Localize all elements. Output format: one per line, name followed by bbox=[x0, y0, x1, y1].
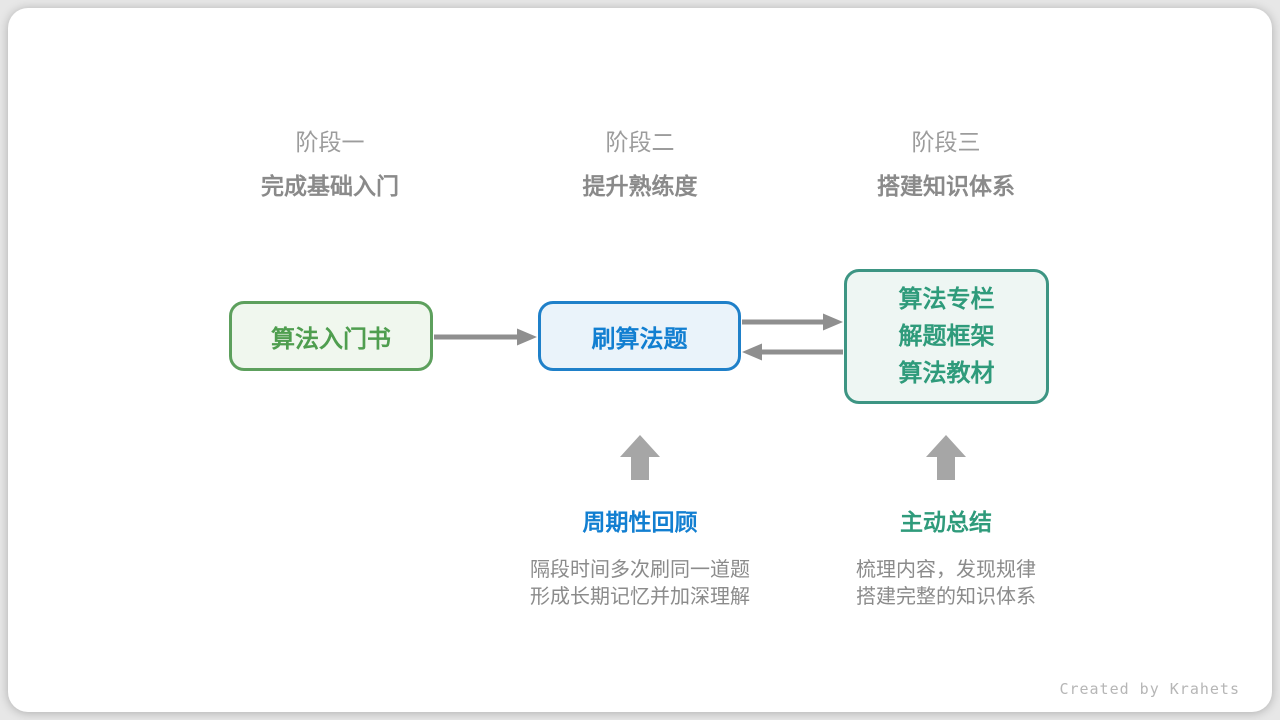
stage-2-label: 阶段二 bbox=[605, 129, 675, 155]
annotation-summarize-title: 主动总结 bbox=[900, 509, 992, 535]
stage-2-header: 阶段二 提升熟练度 bbox=[530, 128, 750, 200]
node-resources: 算法专栏 解题框架 算法教材 bbox=[844, 269, 1049, 404]
node-intro-book: 算法入门书 bbox=[229, 301, 433, 371]
node-resources-line-3: 算法教材 bbox=[898, 360, 995, 387]
annotation-review-desc-line-2: 形成长期记忆并加深理解 bbox=[530, 586, 750, 608]
annotation-review-desc-line-1: 隔段时间多次刷同一道题 bbox=[530, 559, 750, 581]
annotation-review-desc: 隔段时间多次刷同一道题 形成长期记忆并加深理解 bbox=[480, 557, 800, 611]
annotation-summarize-desc: 梳理内容，发现规律 搭建完整的知识体系 bbox=[786, 557, 1106, 611]
node-practice-label: 刷算法题 bbox=[591, 325, 688, 353]
annotation-summarize-desc-line-2: 搭建完整的知识体系 bbox=[856, 586, 1036, 608]
stage-2-subtitle: 提升熟练度 bbox=[582, 173, 698, 199]
stage-1-header: 阶段一 完成基础入门 bbox=[220, 128, 440, 200]
node-intro-book-label: 算法入门书 bbox=[271, 325, 391, 353]
annotation-review-title: 周期性回顾 bbox=[582, 509, 698, 535]
stage-1-subtitle: 完成基础入门 bbox=[261, 173, 399, 199]
stage-3-subtitle: 搭建知识体系 bbox=[877, 173, 1015, 199]
stage-1-label: 阶段一 bbox=[295, 129, 365, 155]
node-resources-line-2: 解题框架 bbox=[898, 323, 995, 350]
annotation-summarize-desc-line-1: 梳理内容，发现规律 bbox=[856, 559, 1036, 581]
stage-3-label: 阶段三 bbox=[911, 129, 981, 155]
node-resources-line-1: 算法专栏 bbox=[898, 286, 995, 313]
stage-3-header: 阶段三 搭建知识体系 bbox=[836, 128, 1056, 200]
node-practice: 刷算法题 bbox=[538, 301, 741, 371]
credit-text: Created by Krahets bbox=[1059, 680, 1240, 698]
